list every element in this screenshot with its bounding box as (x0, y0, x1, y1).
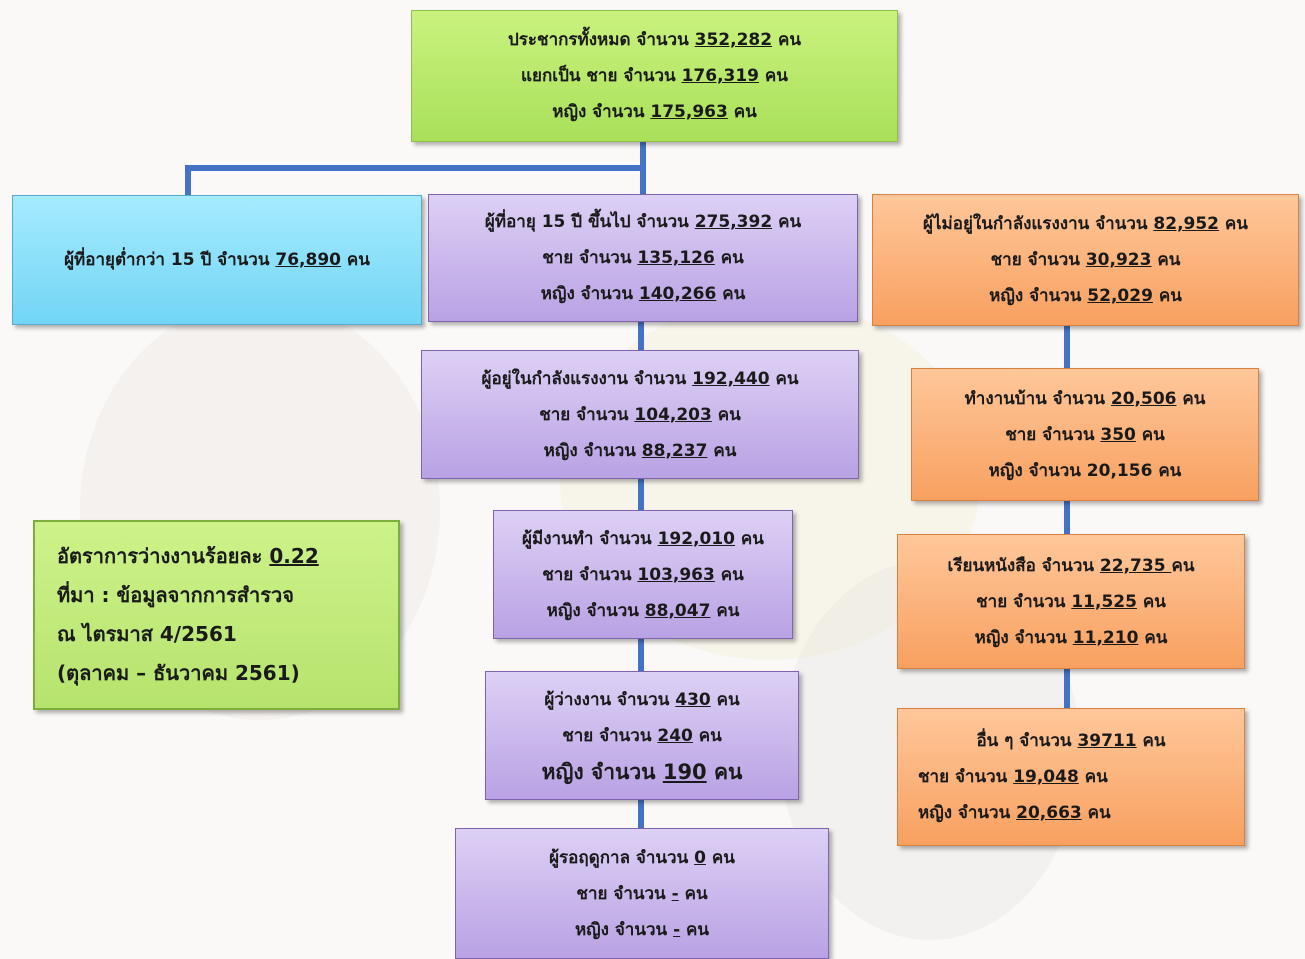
connector-employed-unemployed (638, 638, 644, 672)
not-labor-female-line: หญิง จำนวน 52,029 คน (989, 286, 1182, 306)
total-female-line: หญิง จำนวน 175,963 คน (552, 102, 757, 122)
connector-age15-labor (638, 321, 644, 351)
other-male-line: ชาย จำนวน 19,048 คน (918, 767, 1108, 787)
studying-total-line: เรียนหนังสือ จำนวน 22,735 คน (947, 555, 1195, 576)
other-female-line: หญิง จำนวน 20,663 คน (918, 803, 1111, 823)
housework-female-line: หญิง จำนวน 20,156 คน (988, 460, 1182, 481)
connector-labor-employed (638, 478, 644, 511)
age-15-male-line: ชาย จำนวน 135,126 คน (542, 248, 744, 268)
period-line: (ตุลาคม – ธันวาคม 2561) (57, 661, 300, 685)
studying-female-line: หญิง จำนวน 11,210 คน (974, 627, 1168, 648)
labor-force-total-line: ผู้อยู่ในกำลังแรงงาน จำนวน 192,440 คน (481, 368, 799, 389)
seasonal-female-line: หญิง จำนวน - คน (574, 919, 710, 940)
not-labor-male-line: ชาย จำนวน 30,923 คน (990, 250, 1181, 270)
unemployed-total-line: ผู้ว่างงาน จำนวน 430 คน (544, 689, 740, 710)
employed-total-line: ผู้มีงานทำ จำนวน 192,010 คน (522, 528, 764, 549)
connector-studying-other (1064, 668, 1070, 708)
seasonal-waiting-box: ผู้รอฤดูกาล จำนวน 0 คน ชาย จำนวน - คน หญ… (455, 828, 829, 959)
labor-force-female-line: หญิง จำนวน 88,237 คน (543, 440, 737, 461)
studying-male-line: ชาย จำนวน 11,525 คน (976, 591, 1166, 612)
seasonal-total-line: ผู้รอฤดูกาล จำนวน 0 คน (549, 847, 735, 868)
connector-housework-studying (1064, 500, 1070, 534)
employed-male-line: ชาย จำนวน 103,963 คน (542, 564, 744, 585)
not-in-labor-force-box: ผู้ไม่อยู่ในกำลังแรงงาน จำนวน 82,952 คน … (872, 194, 1299, 326)
seasonal-male-line: ชาย จำนวน - คน (576, 883, 708, 904)
unemployment-rate-line: อัตราการว่างงานร้อยละ 0.22 (57, 544, 319, 568)
under-15-box: ผู้ที่อายุต่ำกว่า 15 ปี จำนวน 76,890 คน (12, 195, 422, 325)
other-total-line: อื่น ๆ จำนวน 39711 คน (976, 731, 1166, 751)
other-box: อื่น ๆ จำนวน 39711 คน ชาย จำนวน 19,048 ค… (897, 708, 1245, 846)
studying-box: เรียนหนังสือ จำนวน 22,735 คน ชาย จำนวน 1… (897, 534, 1245, 669)
connector-notlabor-housework (1064, 325, 1070, 369)
quarter-line: ณ ไตรมาส 4/2561 (57, 622, 237, 646)
age-15-female-line: หญิง จำนวน 140,266 คน (540, 284, 746, 304)
labor-force-male-line: ชาย จำนวน 104,203 คน (539, 404, 741, 425)
not-labor-total-line: ผู้ไม่อยู่ในกำลังแรงงาน จำนวน 82,952 คน (923, 214, 1248, 234)
housework-male-line: ชาย จำนวน 350 คน (1005, 424, 1165, 445)
under-15-line: ผู้ที่อายุต่ำกว่า 15 ปี จำนวน 76,890 คน (64, 250, 370, 270)
connector-horizontal (185, 165, 646, 171)
unemployed-male-line: ชาย จำนวน 240 คน (562, 725, 722, 746)
housework-total-line: ทำงานบ้าน จำนวน 20,506 คน (964, 388, 1206, 409)
age-15-plus-box: ผู้ที่อายุ 15 ปี ขึ้นไป จำนวน 275,392 คน… (428, 194, 858, 322)
age-15-total-line: ผู้ที่อายุ 15 ปี ขึ้นไป จำนวน 275,392 คน (484, 212, 802, 232)
unemployment-rate-box: อัตราการว่างงานร้อยละ 0.22 ที่มา : ข้อมู… (33, 520, 400, 710)
connector-unemployed-seasonal (638, 799, 644, 829)
housework-box: ทำงานบ้าน จำนวน 20,506 คน ชาย จำนวน 350 … (911, 368, 1259, 501)
total-line: ประชากรทั้งหมด จำนวน 352,282 คน (507, 30, 801, 50)
employed-female-line: หญิง จำนวน 88,047 คน (546, 600, 740, 621)
employed-box: ผู้มีงานทำ จำนวน 192,010 คน ชาย จำนวน 10… (493, 510, 793, 639)
total-population-box: ประชากรทั้งหมด จำนวน 352,282 คน แยกเป็น … (411, 10, 898, 142)
unemployed-box: ผู้ว่างงาน จำนวน 430 คน ชาย จำนวน 240 คน… (485, 671, 799, 800)
unemployed-female-line: หญิง จำนวน 190 คน (541, 759, 743, 784)
labor-force-box: ผู้อยู่ในกำลังแรงงาน จำนวน 192,440 คน ชา… (421, 350, 859, 479)
total-male-line: แยกเป็น ชาย จำนวน 176,319 คน (521, 66, 788, 86)
source-line: ที่มา : ข้อมูลจากการสำรวจ (57, 583, 294, 607)
connector-under15-drop (185, 165, 191, 195)
